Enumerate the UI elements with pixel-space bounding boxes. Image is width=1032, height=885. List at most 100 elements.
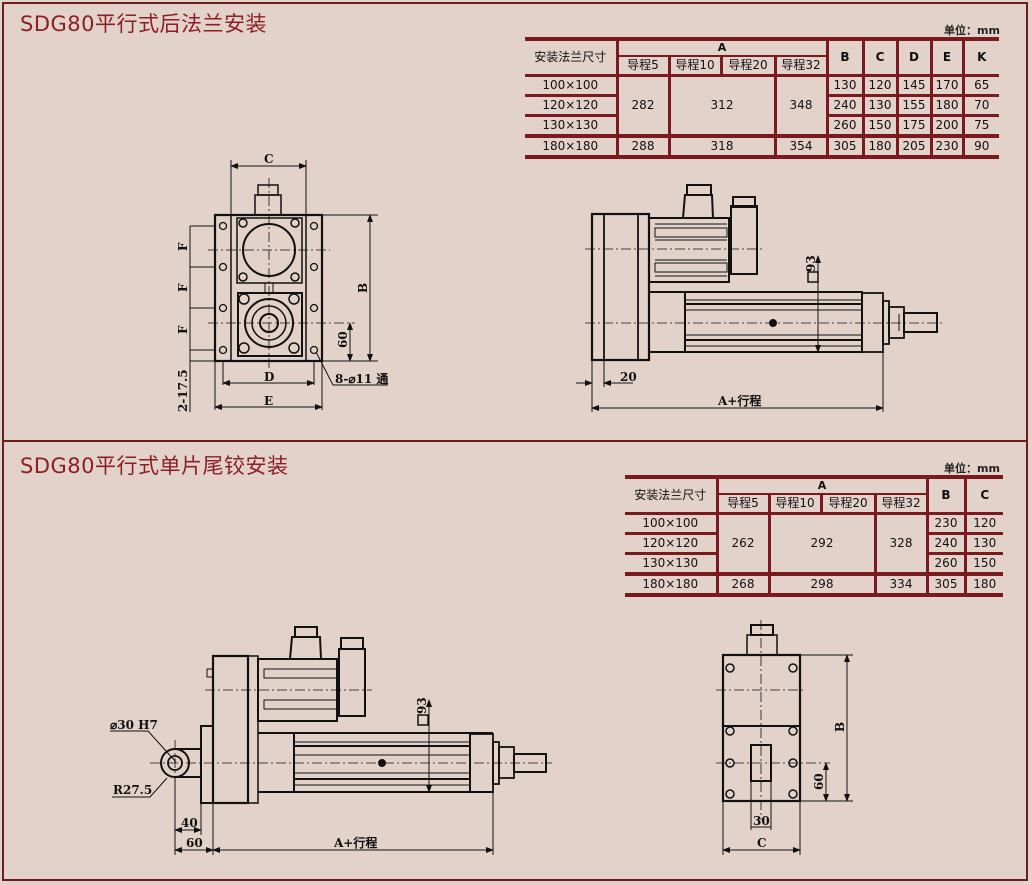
dim-label-93: 93: [804, 255, 818, 272]
dim-label-E: E: [264, 394, 273, 408]
table-cell-B: 130: [825, 74, 865, 96]
table-cell-A-lead10-20: 298: [767, 572, 877, 597]
table-cell-A-lead5: 282: [615, 74, 671, 136]
dim-label-C: C: [264, 152, 274, 166]
table-cell-B: 230: [925, 512, 967, 534]
table-header-lead32: 导程32: [873, 493, 929, 514]
table-cell-C: 180: [861, 134, 899, 159]
table-header-A: A: [615, 37, 829, 56]
dim-label-F: F: [176, 283, 190, 292]
table-cell-B: 260: [925, 552, 967, 574]
table-cell-C: 180: [963, 572, 1003, 597]
section1-dimension-table: 安装法兰尺寸 A B C D E K 导程5 导程10 导程20 导程32 10…: [525, 37, 999, 159]
dim-label-length: A+行程: [333, 835, 377, 850]
table-header-lead10: 导程10: [767, 493, 823, 514]
dim-label-40: 40: [181, 816, 198, 830]
table-cell-flange: 100×100: [625, 512, 719, 534]
table-cell-flange: 180×180: [625, 572, 719, 597]
table-cell-B: 305: [825, 134, 865, 159]
table-cell-E: 230: [929, 134, 965, 159]
section1-front-view: [189, 160, 388, 412]
table-cell-flange: 180×180: [525, 134, 619, 159]
table-cell-K: 65: [961, 74, 999, 96]
table-cell-D: 205: [895, 134, 933, 159]
table-cell-C: 130: [963, 532, 1003, 554]
dim-label-bore: ⌀30 H7: [110, 718, 158, 732]
table-header-flange: 安装法兰尺寸: [525, 37, 619, 76]
section1-title: SDG80平行式后法兰安装: [20, 12, 267, 36]
section-divider: [2, 440, 1028, 442]
dim-label-holes: 8-⌀11 通: [335, 371, 388, 386]
table-header-flange: 安装法兰尺寸: [625, 475, 719, 514]
table-cell-B: 240: [825, 94, 865, 116]
table-cell-C: 130: [861, 94, 899, 116]
table-cell-E: 200: [929, 114, 965, 136]
table-cell-flange: 130×130: [625, 552, 719, 574]
table-cell-K: 70: [961, 94, 999, 116]
dim-label-B: B: [833, 722, 847, 732]
table-cell-B: 305: [925, 572, 967, 597]
table-cell-A-lead5: 268: [715, 572, 771, 597]
table-header-lead20: 导程20: [819, 493, 877, 514]
table-cell-A-lead32: 348: [773, 74, 829, 136]
table-cell-K: 75: [961, 114, 999, 136]
table-cell-A-lead32: 328: [873, 512, 929, 574]
table-header-lead32: 导程32: [773, 55, 829, 76]
table-cell-A-lead5: 262: [715, 512, 771, 574]
section2-dimension-table: 安装法兰尺寸 A B C 导程5 导程10 导程20 导程32 100×100 …: [625, 475, 1003, 597]
table-cell-B: 260: [825, 114, 865, 136]
section2-title: SDG80平行式单片尾铰安装: [20, 454, 289, 478]
dim-label-60: 60: [812, 773, 826, 790]
section2-end-view: [716, 620, 853, 855]
dim-label-radius: R27.5: [113, 783, 152, 797]
dim-label-20: 20: [620, 370, 637, 384]
table-cell-C: 150: [861, 114, 899, 136]
dim-label-F: F: [176, 242, 190, 251]
table-cell-K: 90: [961, 134, 999, 159]
table-header-E: E: [929, 37, 965, 76]
table-header-lead10: 导程10: [667, 55, 723, 76]
section2-unit: 单位：mm: [944, 462, 1000, 475]
table-cell-C: 120: [861, 74, 899, 96]
table-header-lead5: 导程5: [615, 55, 671, 76]
table-cell-D: 155: [895, 94, 933, 116]
table-header-A: A: [715, 475, 929, 494]
section1-unit: 单位：mm: [944, 24, 1000, 37]
dim-label-60: 60: [336, 331, 350, 348]
dim-label-30: 30: [753, 814, 770, 828]
table-cell-A-lead5: 288: [615, 134, 671, 159]
table-cell-C: 120: [963, 512, 1003, 534]
table-cell-D: 175: [895, 114, 933, 136]
table-header-B: B: [925, 475, 967, 514]
dim-label-C: C: [757, 836, 767, 850]
table-header-K: K: [961, 37, 999, 76]
table-cell-flange: 120×120: [625, 532, 719, 554]
table-cell-flange: 100×100: [525, 74, 619, 96]
table-header-lead20: 导程20: [719, 55, 777, 76]
table-cell-A-lead10-20: 318: [667, 134, 777, 159]
dim-label-F: F: [176, 325, 190, 334]
table-cell-D: 145: [895, 74, 933, 96]
dim-label-93: 93: [415, 697, 429, 714]
table-cell-A-lead10-20: 312: [667, 74, 777, 136]
table-cell-E: 180: [929, 94, 965, 116]
table-header-C: C: [861, 37, 899, 76]
table-cell-A-lead32: 334: [873, 572, 929, 597]
table-cell-B: 240: [925, 532, 967, 554]
table-cell-C: 150: [963, 552, 1003, 574]
dim-label-length: A+行程: [717, 393, 761, 408]
dim-label-edge: 2-17.5: [176, 369, 190, 412]
table-header-D: D: [895, 37, 933, 76]
table-header-C: C: [963, 475, 1003, 514]
table-cell-A-lead32: 354: [773, 134, 829, 159]
table-cell-flange: 120×120: [525, 94, 619, 116]
table-cell-A-lead10-20: 292: [767, 512, 877, 574]
section1-side-view: [576, 184, 945, 412]
table-cell-flange: 130×130: [525, 114, 619, 136]
dim-label-B: B: [356, 283, 370, 293]
dim-label-60: 60: [186, 836, 203, 850]
dim-label-D: D: [264, 370, 274, 384]
table-header-lead5: 导程5: [715, 493, 771, 514]
table-header-B: B: [825, 37, 865, 76]
